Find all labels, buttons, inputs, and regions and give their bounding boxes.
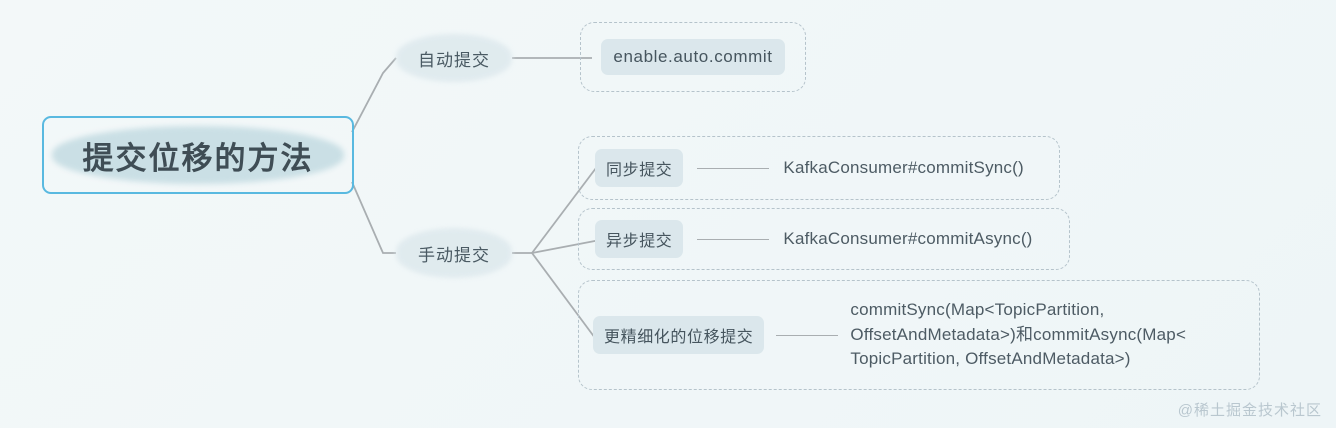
branch-node-auto-blob	[396, 34, 512, 82]
branch-node-manual[interactable]: 手动提交	[396, 228, 512, 278]
leaf-box-async[interactable]: 异步提交 KafkaConsumer#commitAsync()	[578, 208, 1070, 270]
root-node-label: 提交位移的方法	[82, 140, 314, 176]
leaf-value-async: KafkaConsumer#commitAsync()	[783, 228, 1033, 248]
wire-root-to-auto	[351, 57, 397, 133]
root-node[interactable]: 提交位移的方法	[42, 116, 354, 194]
leaf-connector-fine-grained	[776, 334, 839, 336]
leaf-pill-sync: 同步提交	[595, 149, 684, 187]
leaf-pill-async: 异步提交	[595, 220, 684, 258]
branch-node-auto-label: 自动提交	[418, 50, 490, 70]
leaf-value-fine-grained: commitSync(Map<TopicPartition, OffsetAnd…	[850, 300, 1187, 369]
wire-root-to-manual	[351, 181, 396, 254]
branch-node-manual-blob	[396, 228, 512, 278]
branch-node-manual-label: 手动提交	[418, 245, 490, 265]
leaf-connector-sync	[697, 167, 770, 169]
leaf-box-fine-grained[interactable]: 更精细化的位移提交 commitSync(Map<TopicPartition,…	[578, 280, 1260, 390]
leaf-pill-fine-grained: 更精细化的位移提交	[593, 316, 765, 354]
leaf-connector-async	[697, 238, 770, 240]
leaf-box-enable-auto-commit[interactable]: enable.auto.commit	[580, 22, 806, 92]
root-node-blob	[52, 126, 344, 184]
leaf-pill-enable-auto-commit: enable.auto.commit	[601, 39, 785, 75]
watermark: @稀土掘金技术社区	[1177, 402, 1322, 419]
leaf-value-sync: KafkaConsumer#commitSync()	[783, 157, 1024, 177]
branch-node-auto[interactable]: 自动提交	[396, 34, 512, 82]
leaf-box-sync[interactable]: 同步提交 KafkaConsumer#commitSync()	[578, 136, 1060, 200]
